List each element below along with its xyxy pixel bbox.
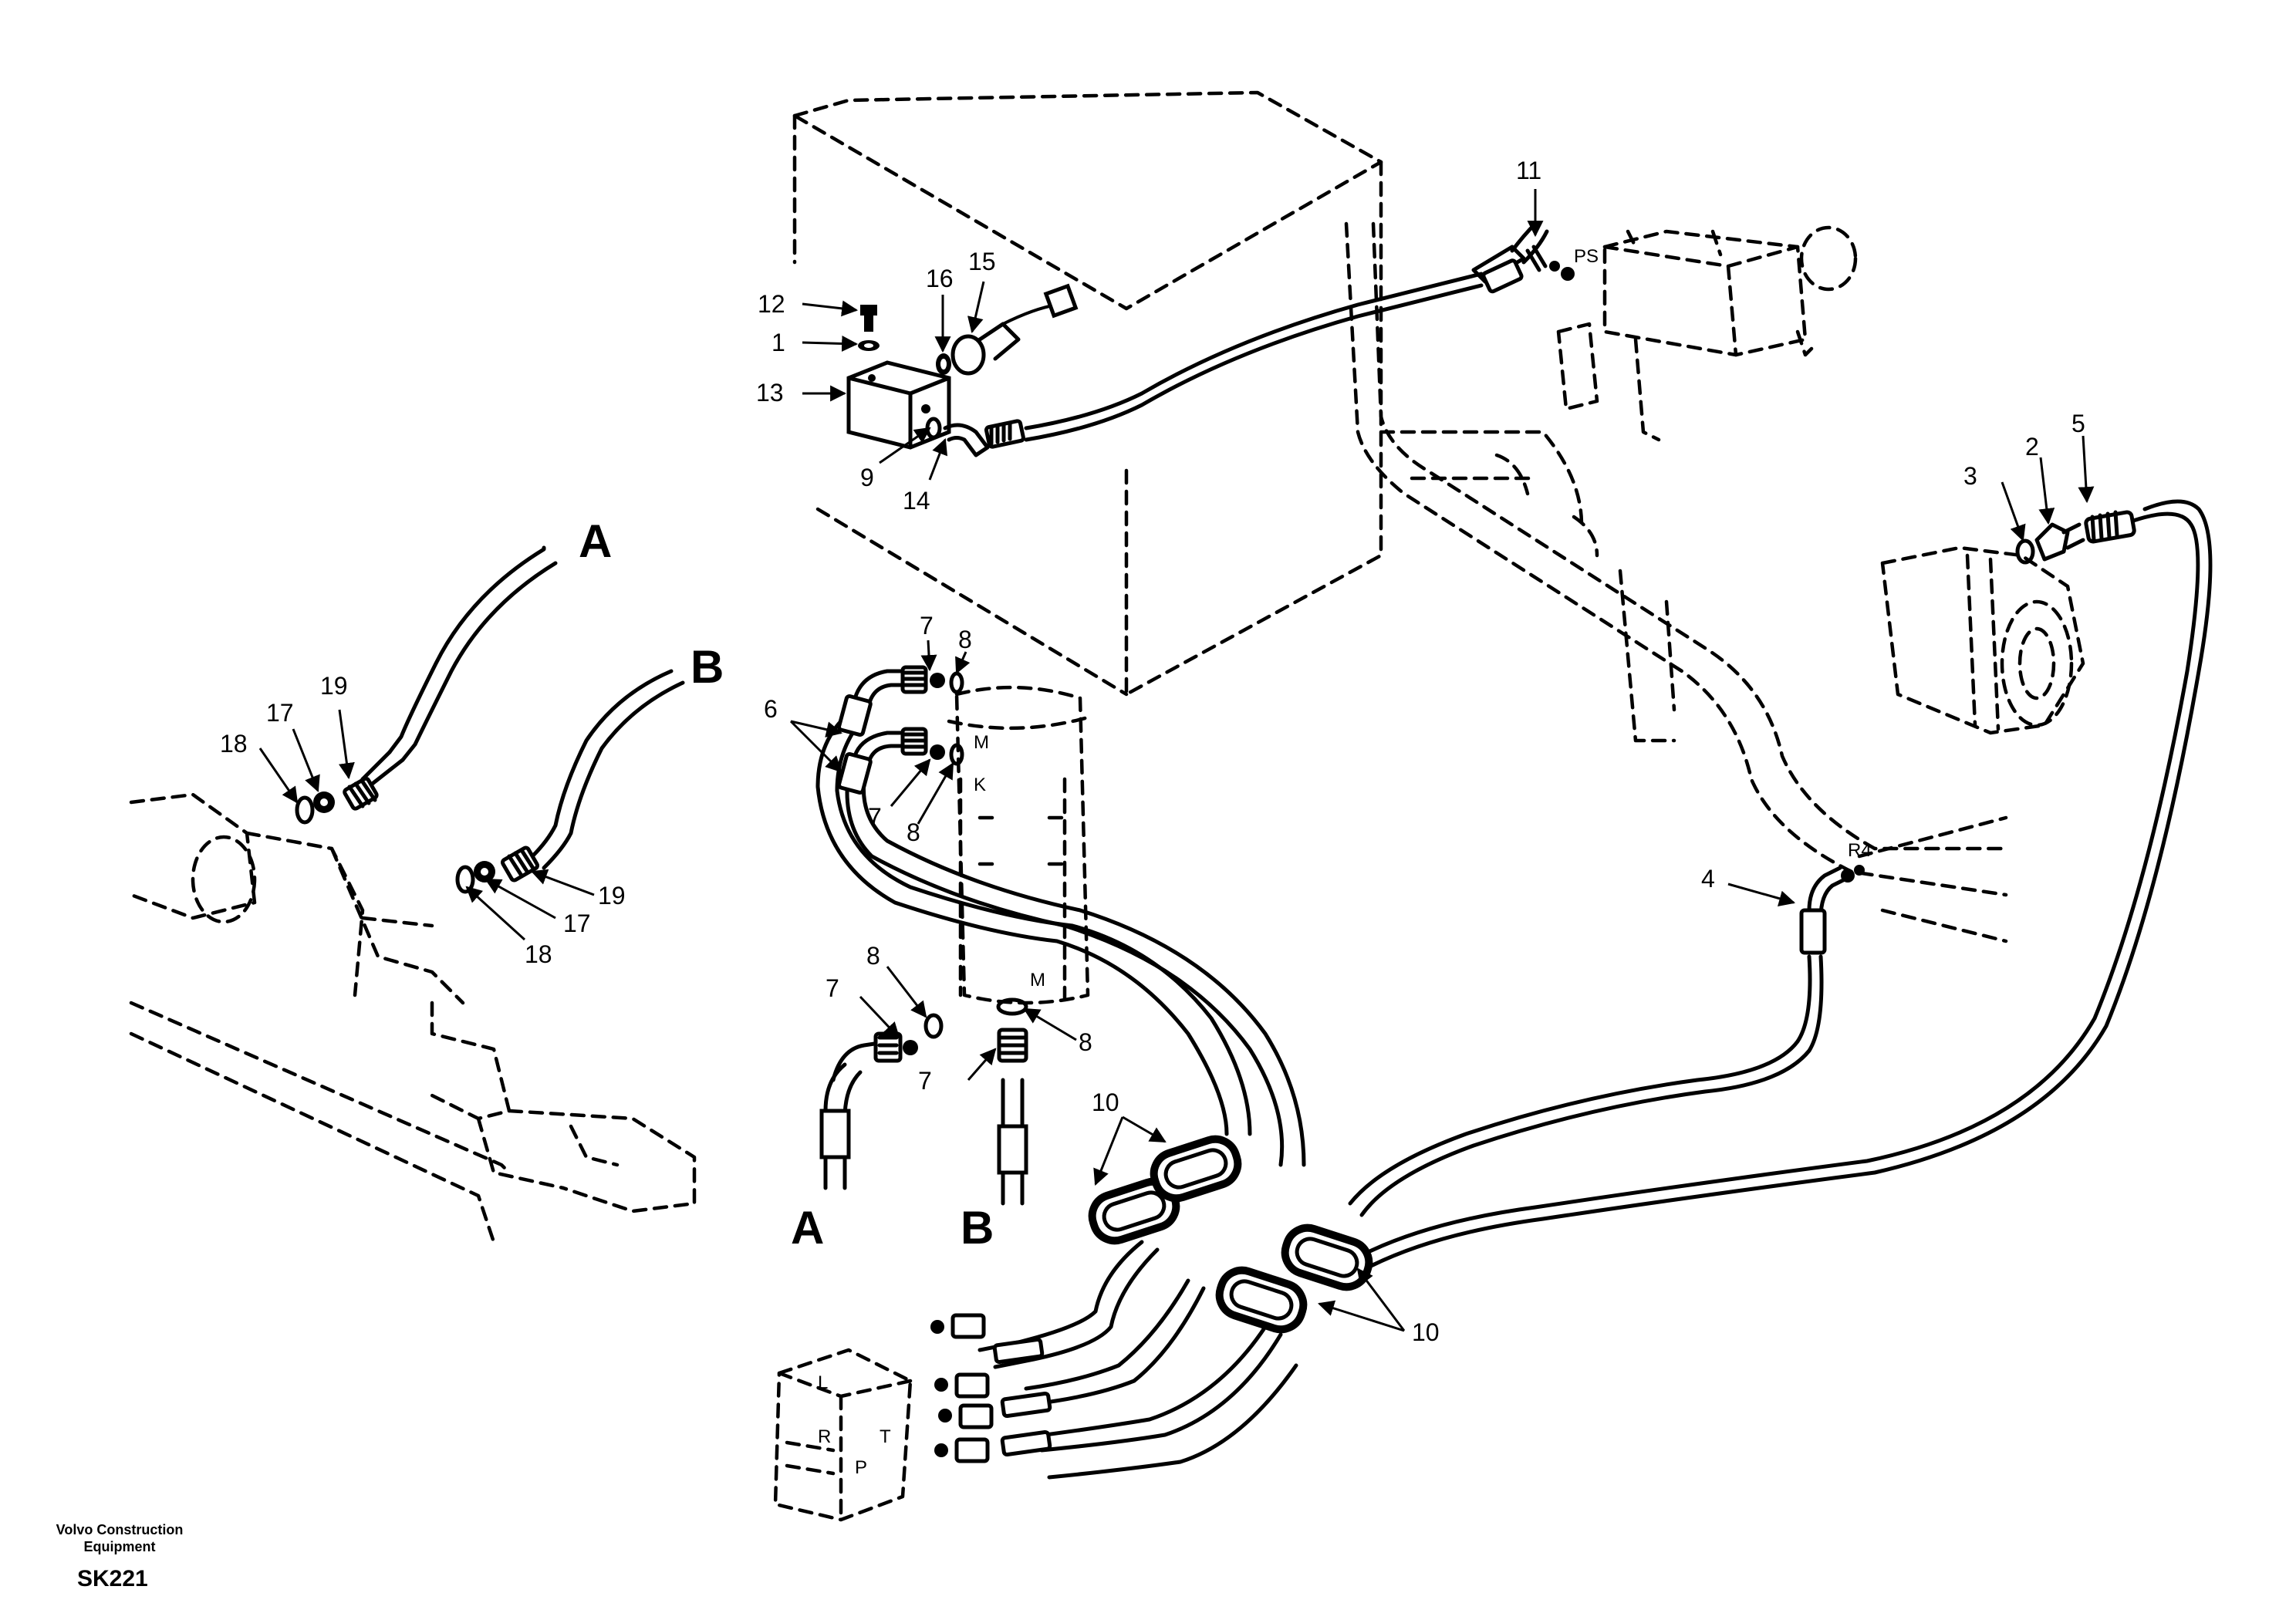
clamp-lower-1 bbox=[1215, 1266, 1308, 1334]
callout-9: 9 bbox=[860, 464, 874, 491]
manufacturer-line-2: Equipment bbox=[83, 1539, 156, 1554]
hydraulic-tank-outline bbox=[792, 90, 1383, 697]
callout-14: 14 bbox=[903, 487, 930, 515]
callout-8-lower-left: 8 bbox=[866, 942, 880, 970]
washer-item-1 bbox=[858, 340, 880, 351]
leader-lines bbox=[258, 189, 2095, 1332]
fitting-item-4 bbox=[1799, 865, 1865, 955]
hose-b-line-left bbox=[530, 669, 685, 870]
callout-8-mid: 8 bbox=[907, 818, 920, 846]
pressure-switch-block bbox=[846, 360, 951, 450]
hose-a-bottom bbox=[819, 1062, 863, 1190]
callout-7-lower-left: 7 bbox=[826, 974, 839, 1002]
boom-fittings-b bbox=[455, 845, 539, 894]
callout-5: 5 bbox=[2071, 410, 2085, 437]
callout-19-lower: 19 bbox=[598, 882, 626, 910]
port-k: K bbox=[974, 775, 986, 795]
clamp-upper-2 bbox=[1150, 1135, 1242, 1203]
callout-19-upper: 19 bbox=[320, 672, 348, 700]
bolt-item-12 bbox=[860, 305, 877, 332]
center-joint-outline bbox=[947, 685, 1090, 1005]
callout-2: 2 bbox=[2025, 433, 2039, 461]
callout-17-lower: 17 bbox=[563, 910, 591, 937]
port-m-upper: M bbox=[974, 732, 989, 753]
port-m-lower: M bbox=[1030, 970, 1045, 991]
fitting-item-11 bbox=[1481, 245, 1575, 294]
footer: Volvo Construction Equipment SK221 bbox=[46, 1521, 193, 1592]
ref-a-bottom: A bbox=[791, 1202, 824, 1254]
oring-item-16 bbox=[936, 353, 951, 375]
return-pipe-outline bbox=[1344, 221, 2008, 943]
fitting-pressure-line-start bbox=[984, 419, 1025, 449]
callout-17-upper: 17 bbox=[266, 699, 294, 727]
sensor-item-15 bbox=[950, 283, 1079, 376]
callout-7-lower-right: 7 bbox=[918, 1067, 932, 1095]
port-p: P bbox=[855, 1457, 867, 1478]
clamp-lower-2 bbox=[1281, 1223, 1373, 1291]
callout-13: 13 bbox=[756, 379, 784, 407]
fittings-items-6-7-8-upper bbox=[836, 665, 964, 795]
ref-b-bottom: B bbox=[961, 1202, 994, 1254]
port-r4: R4 bbox=[1848, 840, 1872, 861]
callout-15: 15 bbox=[968, 248, 996, 275]
hose-b-bottom bbox=[997, 1078, 1028, 1206]
hose-a-line-left bbox=[360, 545, 558, 788]
callout-8-lower-right: 8 bbox=[1079, 1028, 1092, 1056]
hose-pressure-switch-line bbox=[1024, 221, 1549, 442]
callout-10-upper: 10 bbox=[1092, 1088, 1119, 1116]
callout-18-lower: 18 bbox=[525, 940, 552, 968]
manufacturer-line-1: Volvo Construction bbox=[56, 1522, 184, 1537]
reference-letters: A B A B bbox=[579, 515, 994, 1254]
callout-11: 11 bbox=[1516, 157, 1541, 184]
port-ps: PS bbox=[1574, 246, 1599, 267]
swing-motor-outline bbox=[1880, 545, 2085, 735]
ref-a-top: A bbox=[579, 515, 612, 567]
figure-code: SK221 bbox=[77, 1566, 148, 1591]
callout-12: 12 bbox=[758, 290, 785, 318]
callout-1: 1 bbox=[772, 329, 785, 356]
ref-b-top: B bbox=[690, 641, 724, 693]
callout-4: 4 bbox=[1701, 865, 1715, 893]
callout-7-mid: 7 bbox=[868, 803, 882, 831]
port-t: T bbox=[880, 1426, 891, 1447]
travel-valve-fittings bbox=[930, 1313, 1052, 1463]
boom-fittings-a bbox=[295, 776, 379, 825]
port-labels: PS M K M R4 L R T P bbox=[818, 246, 1872, 1478]
callout-labels: 12 1 13 9 14 16 15 11 3 2 5 4 6 7 8 7 8 … bbox=[220, 157, 2085, 1346]
callout-10-lower: 10 bbox=[1412, 1318, 1440, 1346]
fittings-items-2-3-5 bbox=[2015, 510, 2136, 565]
callout-18-upper: 18 bbox=[220, 730, 248, 758]
fittings-items-7-8-lower bbox=[831, 997, 1028, 1082]
callout-7-upper: 7 bbox=[920, 612, 934, 640]
callout-6: 6 bbox=[764, 695, 778, 723]
pilot-valve-outline bbox=[1556, 225, 1858, 442]
boom-outline bbox=[129, 792, 697, 1244]
hose-center-bundle bbox=[815, 711, 1306, 1167]
callout-3: 3 bbox=[1963, 462, 1977, 490]
port-l: L bbox=[818, 1372, 828, 1393]
hose-lower-bundle bbox=[977, 1240, 1298, 1480]
travel-valve-outline bbox=[773, 1348, 913, 1522]
hose-right-long bbox=[1348, 499, 2213, 1275]
elbow-item-14 bbox=[925, 417, 990, 457]
callout-16: 16 bbox=[926, 265, 954, 292]
callout-8-upper: 8 bbox=[958, 626, 972, 653]
port-r: R bbox=[818, 1426, 831, 1447]
